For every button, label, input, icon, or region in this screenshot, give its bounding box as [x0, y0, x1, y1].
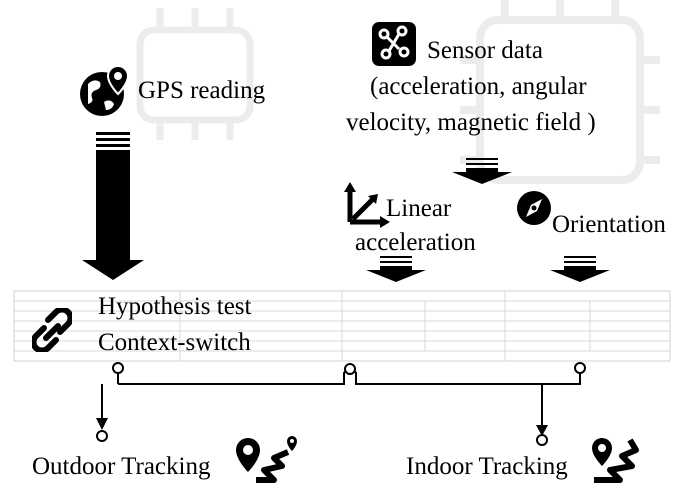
connector-arrowheads — [96, 418, 548, 436]
chip-icon — [136, 8, 254, 140]
connector-nodes — [96, 362, 586, 446]
gps-arrow — [82, 132, 144, 280]
sensor-arrow — [452, 158, 512, 184]
hypothesis-label: Hypothesis test — [98, 293, 252, 320]
linear-label-line1: Linear — [386, 195, 452, 222]
sensor-label-line1: Sensor data — [427, 37, 543, 64]
outdoor-route-icon — [236, 436, 297, 483]
linear-label-line2: acceleration — [355, 229, 476, 256]
orientation-label: Orientation — [552, 211, 666, 238]
gps-label: GPS reading — [138, 77, 266, 104]
indoor-tracking-label: Indoor Tracking — [406, 453, 568, 480]
compass-icon — [517, 191, 551, 225]
link-arrow-icon — [32, 308, 72, 352]
sensor-label-line2: (acceleration, angular — [370, 73, 587, 100]
orientation-arrow — [550, 256, 610, 282]
context-switch-label: Context-switch — [98, 329, 251, 356]
outdoor-tracking-label: Outdoor Tracking — [32, 453, 211, 480]
axes-arrow-icon — [344, 182, 390, 228]
indoor-route-icon — [592, 438, 639, 483]
globe-pin-icon — [80, 64, 130, 116]
output-connectors — [101, 363, 581, 432]
sensor-label-line3: velocity, magnetic field ) — [346, 109, 596, 136]
circuit-icon — [372, 22, 416, 66]
chip-icon — [460, 0, 660, 184]
linear-arrow — [366, 256, 426, 282]
